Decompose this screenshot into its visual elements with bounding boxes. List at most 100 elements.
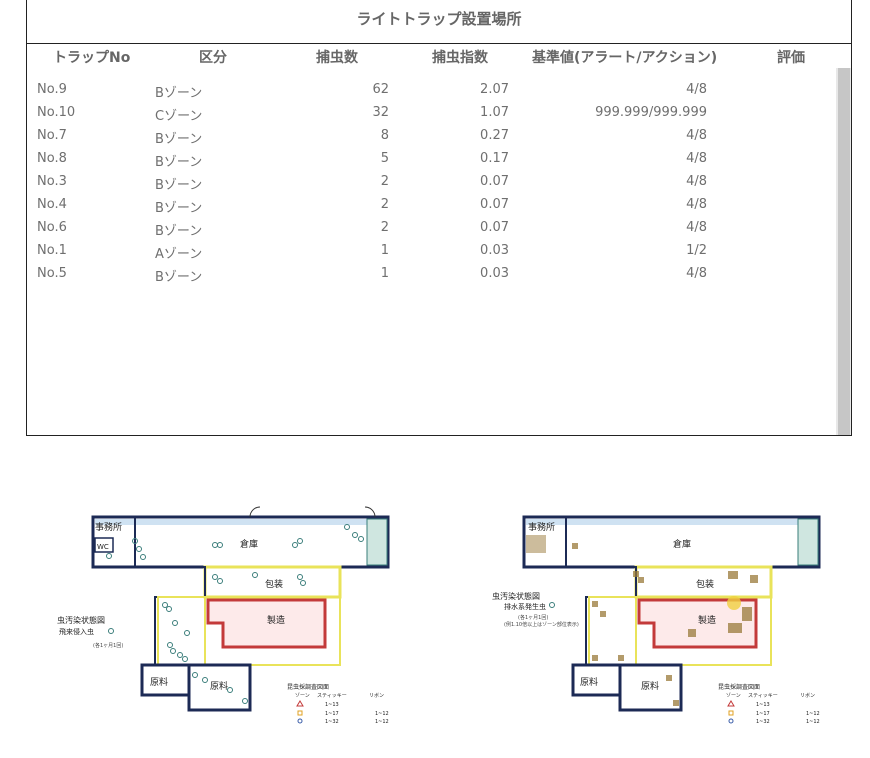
room-label-warehouse: 倉庫 bbox=[673, 538, 691, 550]
table-row[interactable]: No.7 Bゾーン 8 0.27 4/8 bbox=[27, 126, 851, 149]
room-label-manufacturing: 製造 bbox=[267, 614, 285, 626]
contamination-hotspot bbox=[727, 596, 741, 610]
col-header-count[interactable]: 捕虫数 bbox=[316, 50, 358, 66]
cell-trap-no: No.4 bbox=[37, 197, 67, 212]
key-b-sticky: 1~17 bbox=[325, 711, 339, 717]
cell-count: 32 bbox=[372, 105, 389, 120]
floor-plan-drawing: 事務所 倉庫 包装 製造 原料 原料 虫汚染状態図 排水系発生虫 (各1ヶ月1回… bbox=[492, 515, 821, 725]
cell-trap-no: No.8 bbox=[37, 151, 67, 166]
legend-marker-icon bbox=[108, 628, 114, 634]
vertical-scrollbar[interactable] bbox=[836, 68, 851, 435]
key-c-ribbon: 1~12 bbox=[806, 719, 820, 725]
scrollbar-thumb[interactable] bbox=[838, 68, 850, 435]
corridor-outline bbox=[135, 566, 206, 666]
col-header-threshold[interactable]: 基準値(アラート/アクション) bbox=[532, 50, 718, 66]
key-col-sticky: スティッキー bbox=[748, 693, 778, 699]
col-header-zone[interactable]: 区分 bbox=[199, 50, 227, 66]
key-zone-b-icon bbox=[728, 710, 734, 716]
cell-count: 62 bbox=[372, 82, 389, 97]
office-outline bbox=[523, 516, 567, 568]
cell-threshold: 4/8 bbox=[686, 82, 707, 97]
door-symbol bbox=[364, 506, 376, 518]
cell-threshold: 4/8 bbox=[686, 151, 707, 166]
cell-trap-no: No.10 bbox=[37, 105, 76, 120]
cell-count: 1 bbox=[380, 243, 389, 258]
manufacturing-outline bbox=[206, 598, 327, 649]
contamination-hotspot bbox=[526, 535, 546, 553]
key-a-sticky: 1~13 bbox=[325, 702, 339, 708]
col-header-index[interactable]: 捕虫指数 bbox=[432, 50, 488, 66]
dock-area bbox=[366, 518, 388, 566]
cell-index: 2.07 bbox=[480, 82, 509, 97]
table-row[interactable]: No.10 Cゾーン 32 1.07 999.999/999.999 bbox=[27, 103, 851, 126]
map-legend-note-2: (例1.10倍以上はゾーン部位表示) bbox=[504, 621, 579, 628]
key-col-zone: ゾーン bbox=[726, 693, 741, 699]
title-divider bbox=[27, 43, 851, 44]
floor-map-drain-insects: 事務所 倉庫 包装 製造 原料 原料 虫汚染状態図 排水系発生虫 (各1ヶ月1回… bbox=[488, 505, 848, 740]
room-label-raw-2: 原料 bbox=[210, 680, 228, 692]
cell-threshold: 4/8 bbox=[686, 128, 707, 143]
raw-room-2-outline bbox=[187, 663, 252, 712]
legend-marker-icon bbox=[549, 602, 555, 608]
floor-plan-drawing: 事務所 WC 倉庫 包装 製造 原料 原料 虫汚染状態図 飛来侵入虫 (各1ヶ月… bbox=[57, 506, 390, 725]
cell-zone: Bゾーン bbox=[155, 201, 203, 216]
key-zone-a-icon bbox=[727, 700, 735, 707]
zone-b-yellow bbox=[588, 596, 637, 666]
cell-zone: Bゾーン bbox=[155, 155, 203, 170]
key-col-zone: ゾーン bbox=[295, 693, 310, 699]
dock-area bbox=[797, 518, 819, 566]
table-row[interactable]: No.1 Aゾーン 1 0.03 1/2 bbox=[27, 241, 851, 264]
raw-room-2-outline bbox=[618, 663, 683, 712]
cell-count: 5 bbox=[380, 151, 389, 166]
raw-room-1-outline bbox=[571, 663, 622, 697]
room-label-wc: WC bbox=[97, 543, 109, 551]
table-row[interactable]: No.5 Bゾーン 1 0.03 4/8 bbox=[27, 264, 851, 287]
zone-b-outer bbox=[636, 596, 772, 666]
raw-room-1-outline bbox=[140, 663, 191, 697]
map-legend-note: (各1ヶ月1回) bbox=[93, 642, 123, 649]
table-row[interactable]: No.8 Bゾーン 5 0.17 4/8 bbox=[27, 149, 851, 172]
cell-zone: Bゾーン bbox=[155, 86, 203, 101]
cell-count: 2 bbox=[380, 174, 389, 189]
key-c-sticky: 1~32 bbox=[756, 719, 770, 725]
table-row[interactable]: No.6 Bゾーン 2 0.07 4/8 bbox=[27, 218, 851, 241]
map-legend-note: (各1ヶ月1回) bbox=[518, 614, 548, 621]
cell-trap-no: No.7 bbox=[37, 128, 67, 143]
key-col-ribbon: リボン bbox=[369, 692, 384, 699]
door-symbol bbox=[249, 506, 261, 518]
cell-zone: Cゾーン bbox=[155, 109, 203, 124]
key-title: 昆虫採調査図面 bbox=[718, 683, 760, 691]
col-header-evaluation[interactable]: 評価 bbox=[777, 50, 805, 66]
office-outline bbox=[92, 516, 136, 568]
cell-threshold: 4/8 bbox=[686, 197, 707, 212]
wc-outline bbox=[94, 537, 114, 553]
key-col-sticky: スティッキー bbox=[317, 693, 347, 699]
manufacturing-outline bbox=[637, 598, 758, 649]
cell-zone: Bゾーン bbox=[155, 178, 203, 193]
cell-threshold: 4/8 bbox=[686, 220, 707, 235]
cell-index: 0.07 bbox=[480, 174, 509, 189]
room-label-packing: 包装 bbox=[265, 578, 283, 590]
room-label-raw-1: 原料 bbox=[150, 676, 168, 688]
zone-b-outer bbox=[205, 596, 341, 666]
floor-map-flying-insects: 事務所 WC 倉庫 包装 製造 原料 原料 虫汚染状態図 飛来侵入虫 (各1ヶ月… bbox=[55, 505, 415, 740]
key-zone-a-icon bbox=[296, 700, 304, 707]
cell-index: 0.27 bbox=[480, 128, 509, 143]
table-row[interactable]: No.3 Bゾーン 2 0.07 4/8 bbox=[27, 172, 851, 195]
key-b-ribbon: 1~12 bbox=[806, 711, 820, 717]
key-zone-c-icon bbox=[297, 718, 303, 724]
cell-threshold: 4/8 bbox=[686, 174, 707, 189]
trap-markers bbox=[572, 543, 758, 706]
cell-trap-no: No.1 bbox=[37, 243, 67, 258]
cell-count: 2 bbox=[380, 220, 389, 235]
cell-zone: Aゾーン bbox=[155, 247, 203, 262]
room-label-manufacturing: 製造 bbox=[698, 614, 716, 626]
table-row[interactable]: No.4 Bゾーン 2 0.07 4/8 bbox=[27, 195, 851, 218]
cell-threshold: 4/8 bbox=[686, 266, 707, 281]
key-c-ribbon: 1~12 bbox=[375, 719, 389, 725]
col-header-trap-no[interactable]: トラップNo bbox=[53, 50, 131, 66]
key-col-ribbon: リボン bbox=[800, 692, 815, 699]
table-row[interactable]: No.9 Bゾーン 62 2.07 4/8 bbox=[27, 80, 851, 103]
room-label-packing: 包装 bbox=[696, 578, 714, 590]
cell-index: 1.07 bbox=[480, 105, 509, 120]
